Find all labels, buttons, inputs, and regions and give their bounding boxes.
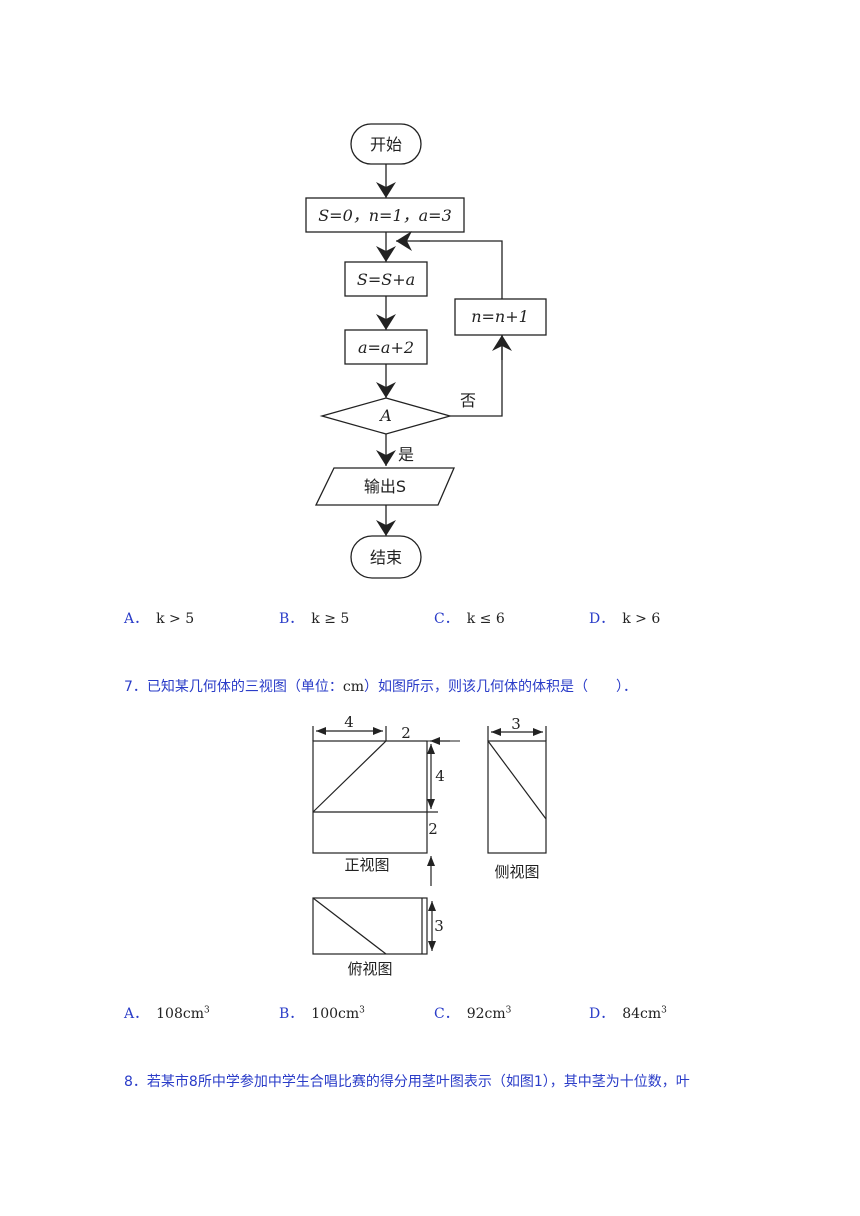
option-exponent: 3 xyxy=(661,1005,667,1016)
flowchart-output-label: 输出S xyxy=(364,477,406,496)
option-text: k ≤ 6 xyxy=(466,611,505,627)
q7-options: A．108cm3 B．100cm3 C．92cm3 D．84cm3 xyxy=(124,1003,744,1023)
top-dim-depth: 3 xyxy=(434,917,444,935)
question-7-suffix: ）如图所示，则该几何体的体积是（ ）． xyxy=(364,679,638,695)
three-views-labels: 4 2 4 2 3 3 正视图 侧视图 俯视图 xyxy=(344,713,539,978)
question-8-text: 8．若某市8所中学参加中学生合唱比赛的得分用茎叶图表示（如图1），其中茎为十位数… xyxy=(124,1074,690,1090)
flowchart-end-node xyxy=(350,535,422,579)
option-letter: A． xyxy=(124,611,149,627)
three-views xyxy=(312,726,547,955)
q6-options: A． k > 5 B． k ≥ 5 C． k ≤ 6 D． k > 6 xyxy=(124,608,744,628)
option-letter: B． xyxy=(279,611,304,627)
option-exponent: 3 xyxy=(505,1005,512,1016)
flowchart-a-label: a=a+2 xyxy=(358,338,414,357)
q6-option-d[interactable]: D． k > 6 xyxy=(589,608,744,628)
front-view-caption: 正视图 xyxy=(344,856,389,874)
option-letter: A． xyxy=(124,1006,149,1022)
flowchart-a-node xyxy=(344,329,428,365)
flowchart-labels: 开始 S=0，n=1，a=3 S=S+a a=a+2 A n=n+1 否 是 输… xyxy=(318,135,529,567)
option-letter: B． xyxy=(279,1006,304,1022)
option-value: 108cm xyxy=(156,1006,204,1022)
q6-option-a[interactable]: A． k > 5 xyxy=(124,608,279,628)
q7-option-b[interactable]: B． 100cm3 xyxy=(279,1003,434,1023)
top-view-caption: 俯视图 xyxy=(347,960,392,978)
option-exponent: 3 xyxy=(359,1005,365,1016)
question-8: 8．若某市8所中学参加中学生合唱比赛的得分用茎叶图表示（如图1），其中茎为十位数… xyxy=(124,1071,764,1091)
flowchart-condition-label: A xyxy=(378,406,392,425)
q6-option-b[interactable]: B． k ≥ 5 xyxy=(279,608,434,628)
side-view xyxy=(487,726,547,854)
option-value: 84cm xyxy=(622,1006,662,1022)
flowchart-n-label: n=n+1 xyxy=(471,307,529,326)
question-7-prefix: 7．已知某几何体的三视图（单位： xyxy=(124,679,343,695)
flowchart-start-label: 开始 xyxy=(370,135,402,154)
flowchart-init-label: S=0，n=1，a=3 xyxy=(318,206,452,225)
flowchart-output-node xyxy=(314,467,455,506)
side-dim-width: 3 xyxy=(511,715,521,733)
side-view-caption: 侧视图 xyxy=(494,863,539,881)
flowchart-sum-label: S=S+a xyxy=(357,270,415,289)
front-dim-height-top: 4 xyxy=(435,767,445,785)
flowchart-n-node xyxy=(454,298,547,336)
front-view xyxy=(312,726,460,886)
q7-option-a[interactable]: A． 108cm3 xyxy=(124,1003,279,1023)
top-view xyxy=(312,897,436,955)
flowchart-no-label: 否 xyxy=(460,391,476,410)
option-text: k ≥ 5 xyxy=(311,611,350,627)
option-letter: D． xyxy=(589,1006,615,1022)
question-7-unit: cm xyxy=(342,679,365,695)
option-text: k > 6 xyxy=(622,611,661,627)
front-dim-width-right: 2 xyxy=(401,724,411,742)
front-dim-height-bottom: 2 xyxy=(428,820,438,838)
option-letter: D． xyxy=(589,611,615,627)
q7-option-d[interactable]: D． 84cm3 xyxy=(589,1003,744,1023)
option-text: k > 5 xyxy=(156,611,195,627)
flowchart-yes-label: 是 xyxy=(398,445,414,464)
flowchart-init-node xyxy=(305,197,465,233)
front-dim-width-left: 4 xyxy=(344,713,354,731)
q6-option-c[interactable]: C． k ≤ 6 xyxy=(434,608,589,628)
question-7: 7．已知某几何体的三视图（单位：cm）如图所示，则该几何体的体积是（ ）． xyxy=(124,676,764,696)
option-value: 92cm xyxy=(466,1006,506,1022)
option-value: 100cm xyxy=(311,1006,360,1022)
flowchart-end-label: 结束 xyxy=(370,548,402,567)
option-letter: C． xyxy=(434,1006,459,1022)
option-exponent: 3 xyxy=(203,1005,210,1016)
flowchart xyxy=(305,123,547,579)
option-letter: C． xyxy=(434,611,459,627)
q7-option-c[interactable]: C． 92cm3 xyxy=(434,1003,589,1023)
